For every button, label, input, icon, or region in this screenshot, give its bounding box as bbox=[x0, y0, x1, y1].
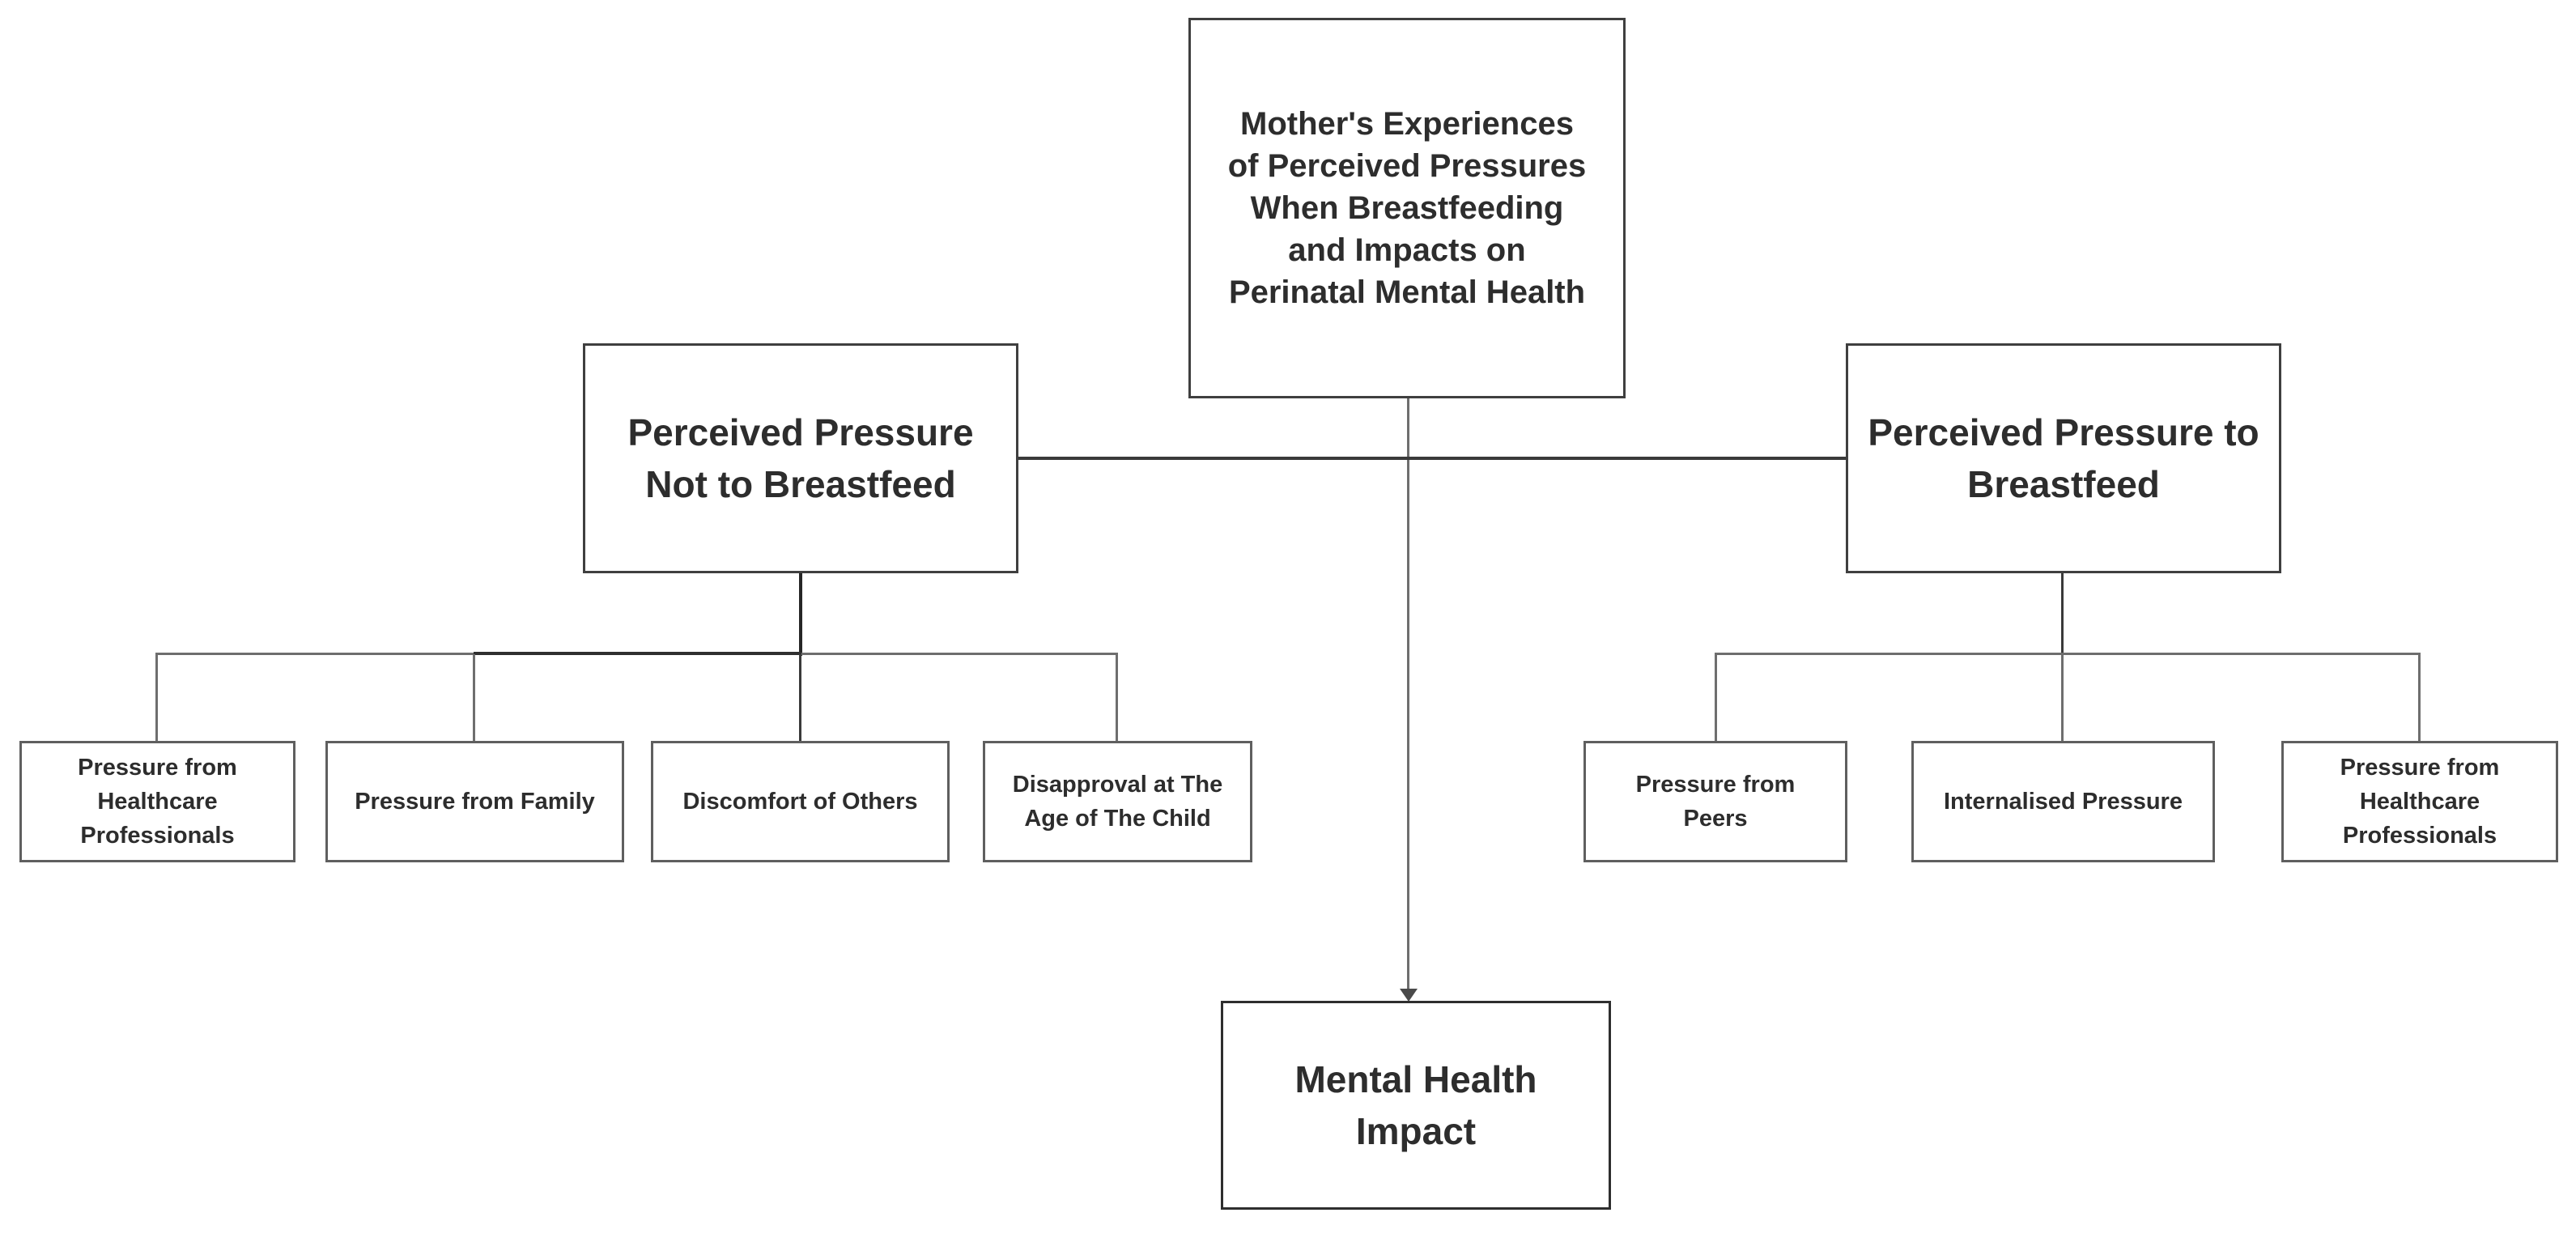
leaf-node-pressure-from-peers: Pressure from Peers bbox=[1583, 741, 1847, 862]
leaf-node-label: Disapproval at The Age of The Child bbox=[1012, 771, 1223, 832]
connector-right-distributor bbox=[1715, 653, 2421, 655]
leaf-node-label: Pressure from Healthcare Professionals bbox=[78, 754, 237, 849]
impact-node-label: Mental Health Impact bbox=[1294, 1057, 1537, 1152]
connector-right-branch-down bbox=[2061, 573, 2064, 656]
connector-left-branch-down bbox=[799, 573, 802, 656]
root-node-label: Mother's Experiences of Perceived Pressu… bbox=[1227, 106, 1587, 310]
branch-node-label: Perceived Pressure Not to Breastfeed bbox=[627, 411, 974, 505]
connector-right-stub-2 bbox=[2061, 654, 2064, 741]
connector-right-stub-1 bbox=[1715, 654, 1717, 741]
leaf-node-label: Discomfort of Others bbox=[682, 788, 918, 815]
branch-node-label: Perceived Pressure to Breastfeed bbox=[1868, 411, 2259, 505]
leaf-node-pressure-from-family: Pressure from Family bbox=[325, 741, 624, 862]
connector-left-distributor-dark-segment bbox=[474, 652, 801, 655]
leaf-node-internalised-pressure: Internalised Pressure bbox=[1911, 741, 2215, 862]
leaf-node-pressure-from-healthcare-professionals-left: Pressure from Healthcare Professionals bbox=[19, 741, 295, 862]
leaf-node-pressure-from-healthcare-professionals-right: Pressure from Healthcare Professionals bbox=[2281, 741, 2558, 862]
leaf-node-label: Internalised Pressure bbox=[1944, 788, 2183, 815]
connector-left-stub-1 bbox=[155, 654, 158, 741]
connector-left-stub-2 bbox=[473, 654, 475, 741]
leaf-node-label: Pressure from Family bbox=[355, 788, 595, 815]
connector-between-branches bbox=[1018, 457, 1846, 460]
leaf-node-disapproval-at-age-of-child: Disapproval at The Age of The Child bbox=[983, 741, 1252, 862]
connector-left-stub-4 bbox=[1116, 654, 1118, 741]
leaf-node-label: Pressure from Healthcare Professionals bbox=[2340, 754, 2500, 849]
root-node: Mother's Experiences of Perceived Pressu… bbox=[1188, 18, 1626, 398]
arrow-head-down-icon bbox=[1400, 989, 1418, 1002]
branch-node-pressure-to-breastfeed: Perceived Pressure to Breastfeed bbox=[1846, 343, 2281, 573]
leaf-node-label: Pressure from Peers bbox=[1635, 771, 1796, 832]
connector-left-stub-3 bbox=[799, 654, 801, 741]
leaf-node-discomfort-of-others: Discomfort of Others bbox=[651, 741, 950, 862]
branch-node-pressure-not-to-breastfeed: Perceived Pressure Not to Breastfeed bbox=[583, 343, 1018, 573]
impact-node: Mental Health Impact bbox=[1221, 1001, 1611, 1210]
connector-root-to-impact bbox=[1407, 398, 1409, 989]
connector-right-stub-3 bbox=[2418, 654, 2421, 741]
